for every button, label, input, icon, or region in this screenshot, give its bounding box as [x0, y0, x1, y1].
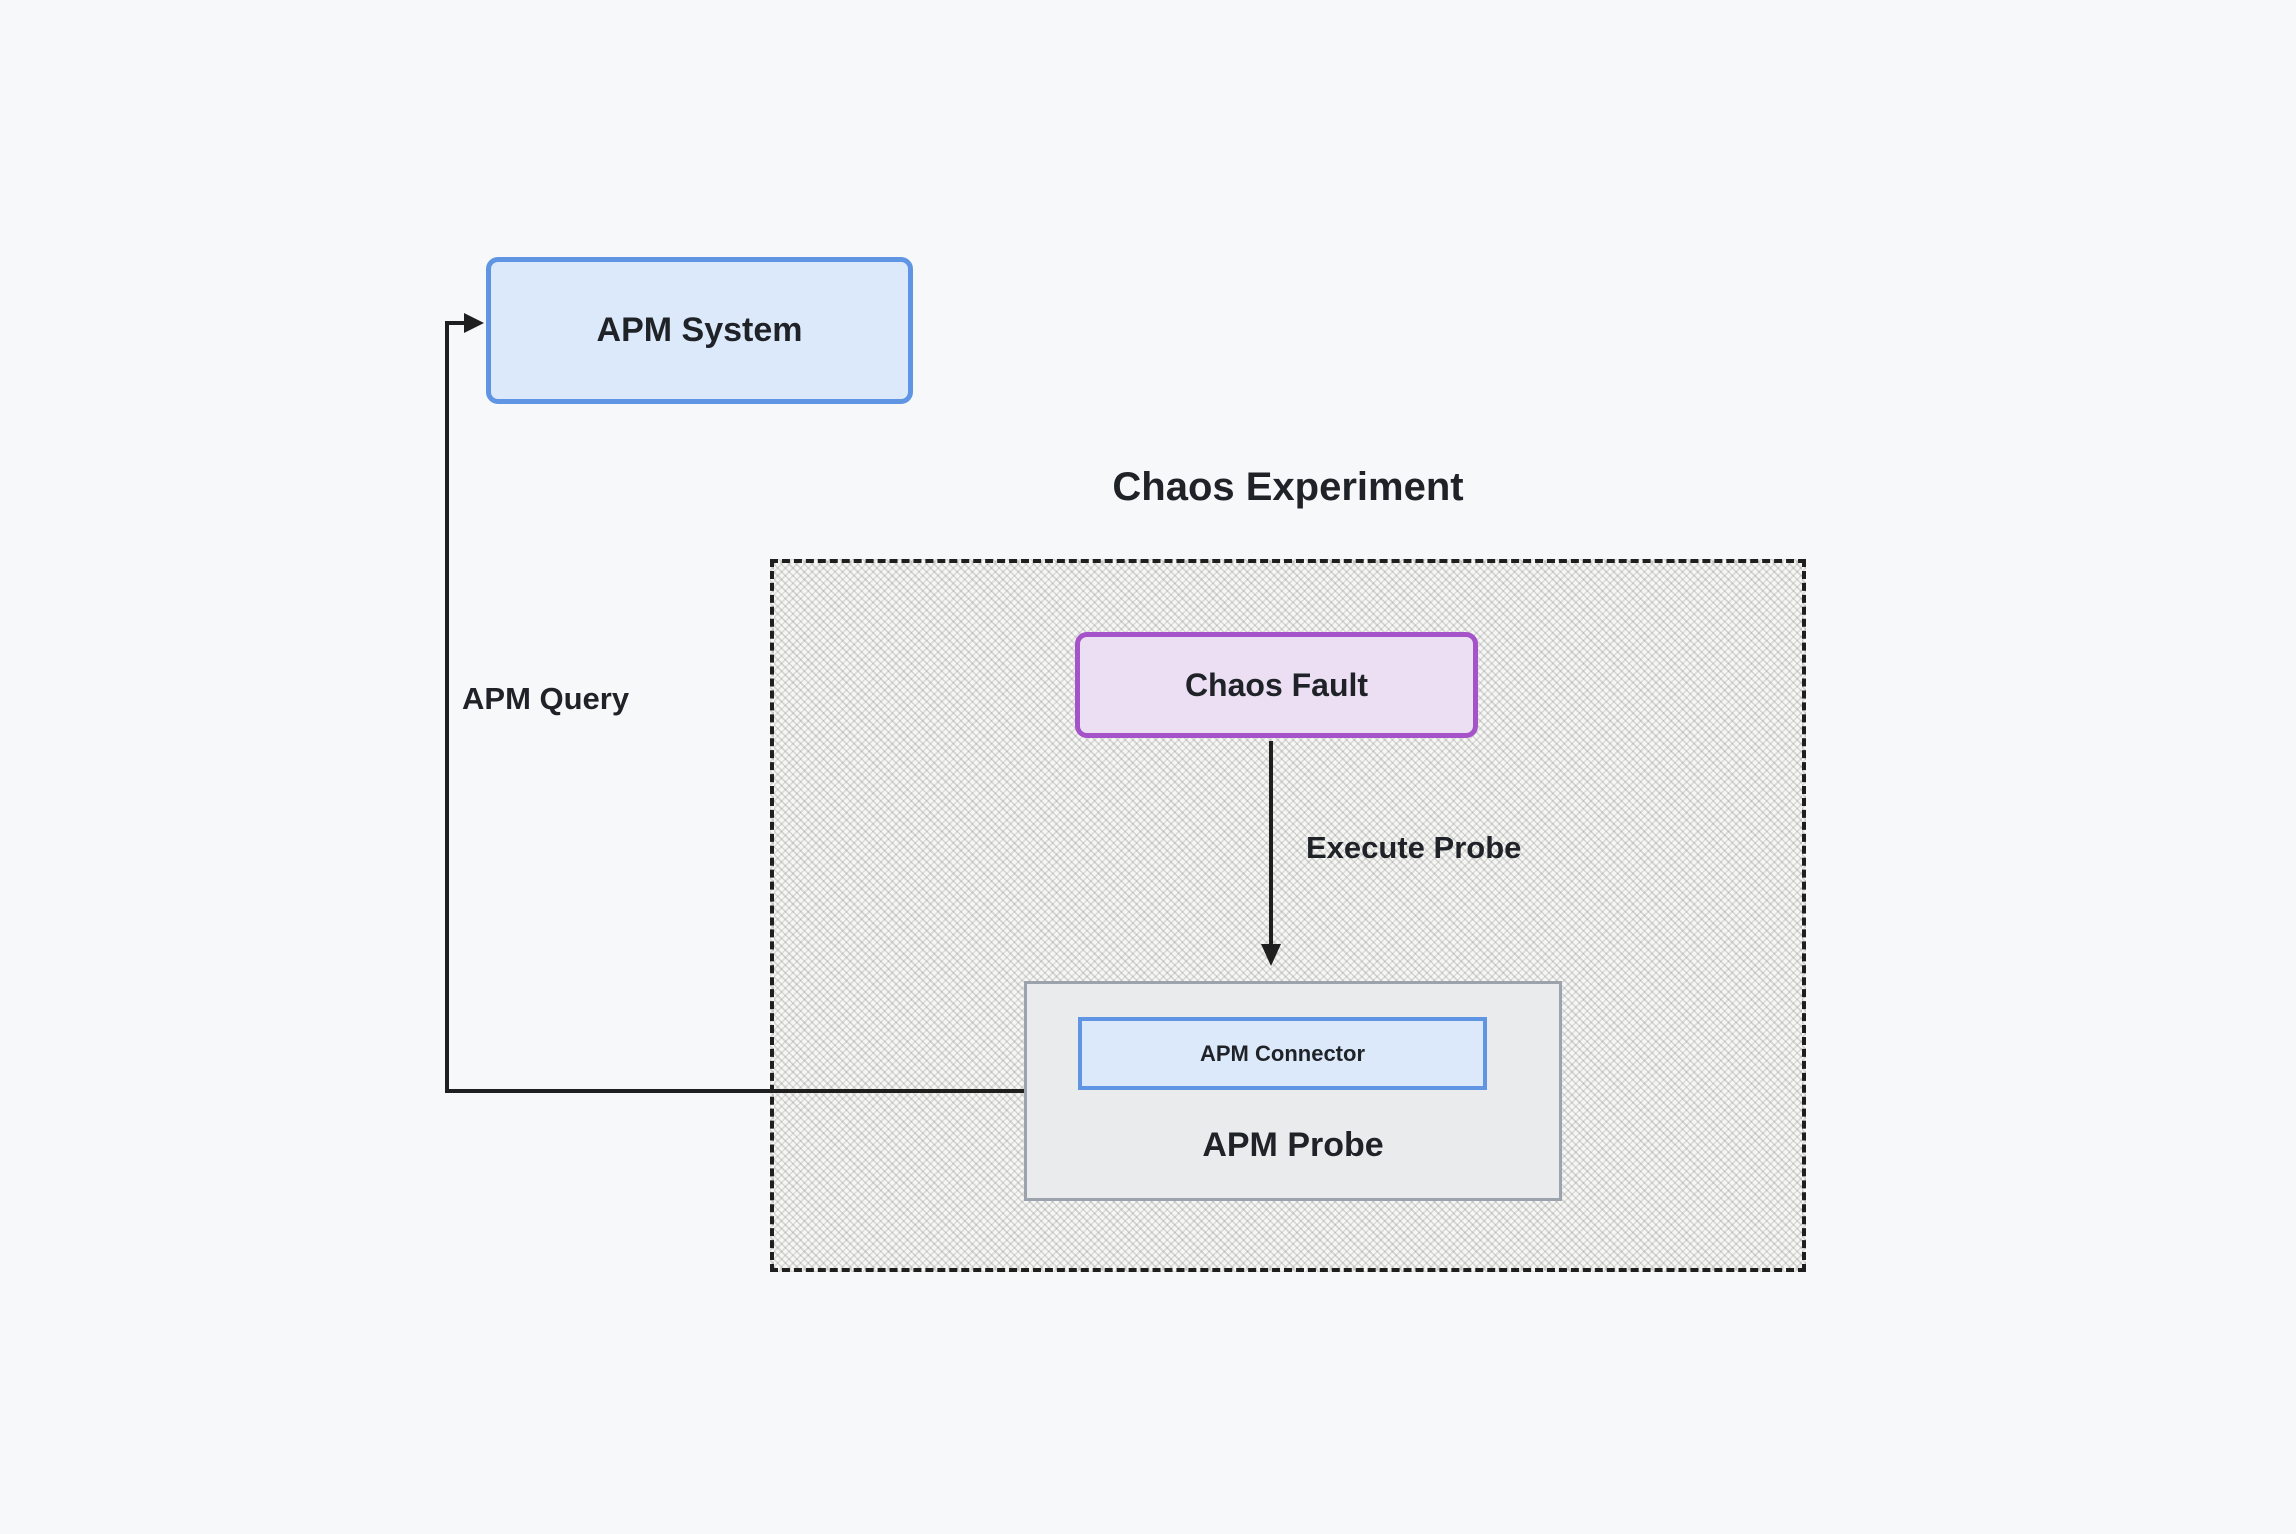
node-apm-probe-label: APM Probe — [1202, 1126, 1384, 1164]
edge-label-apm-query: APM Query — [462, 681, 630, 716]
chaos-experiment-title: Chaos Experiment — [1112, 465, 1464, 509]
node-chaos-fault-label: Chaos Fault — [1184, 666, 1369, 703]
node-apm-connector-label: APM Connector — [1200, 1040, 1365, 1066]
node-apm-connector: APM Connector — [1078, 1017, 1487, 1090]
edge-apm-query — [445, 313, 1024, 1093]
edge-execute-probe — [1261, 741, 1281, 966]
edge-label-execute-probe: Execute Probe — [1306, 830, 1522, 865]
node-apm-system-label: APM System — [596, 311, 803, 349]
node-apm-system: APM System — [486, 257, 913, 404]
node-apm-probe — [1024, 981, 1562, 1201]
edge-apm-query-path — [445, 321, 1024, 1093]
edge-apm-query-arrowhead-icon — [464, 313, 484, 333]
edge-execute-probe-arrowhead-icon — [1261, 944, 1281, 966]
node-chaos-fault: Chaos Fault — [1075, 632, 1478, 738]
